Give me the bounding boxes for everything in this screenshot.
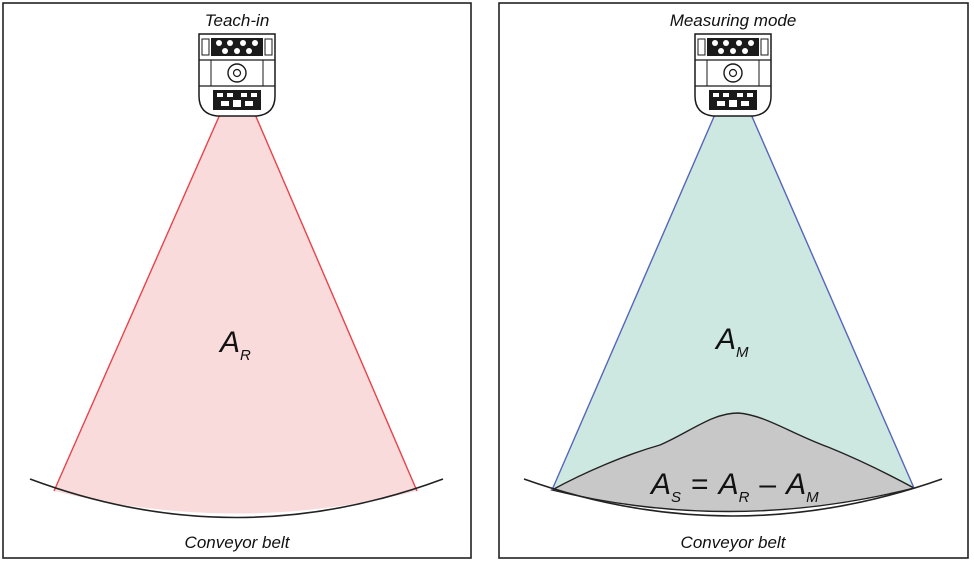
cone-edge-left [551, 111, 717, 491]
conveyor-belt-line [29, 478, 444, 519]
area-formula: AS=AR–AM [649, 468, 819, 506]
conveyor-belt-label: Conveyor belt [681, 533, 787, 552]
cone-edge-left [53, 111, 222, 492]
detection-cone-measuring [552, 112, 914, 512]
bulk-material-pile [550, 412, 916, 513]
panel-title: Measuring mode [670, 11, 797, 30]
area-label-reference: AR [218, 326, 251, 364]
cone-edge-right [253, 111, 418, 492]
detection-cone-reference [54, 112, 417, 514]
panel-teach-in: Teach-in AR Conveyor belt [2, 2, 472, 559]
sensor-device-icon [198, 33, 276, 117]
area-label-measuring: AM [714, 323, 749, 361]
cone-edge-right [749, 111, 915, 489]
sensor-device-icon [694, 33, 772, 117]
conveyor-belt-label: Conveyor belt [185, 533, 291, 552]
conveyor-belt-line [523, 478, 943, 517]
panel-measuring-mode: Measuring mode AM AS=AR–AM Conveyor belt [498, 2, 969, 559]
panel-title: Teach-in [205, 11, 270, 30]
